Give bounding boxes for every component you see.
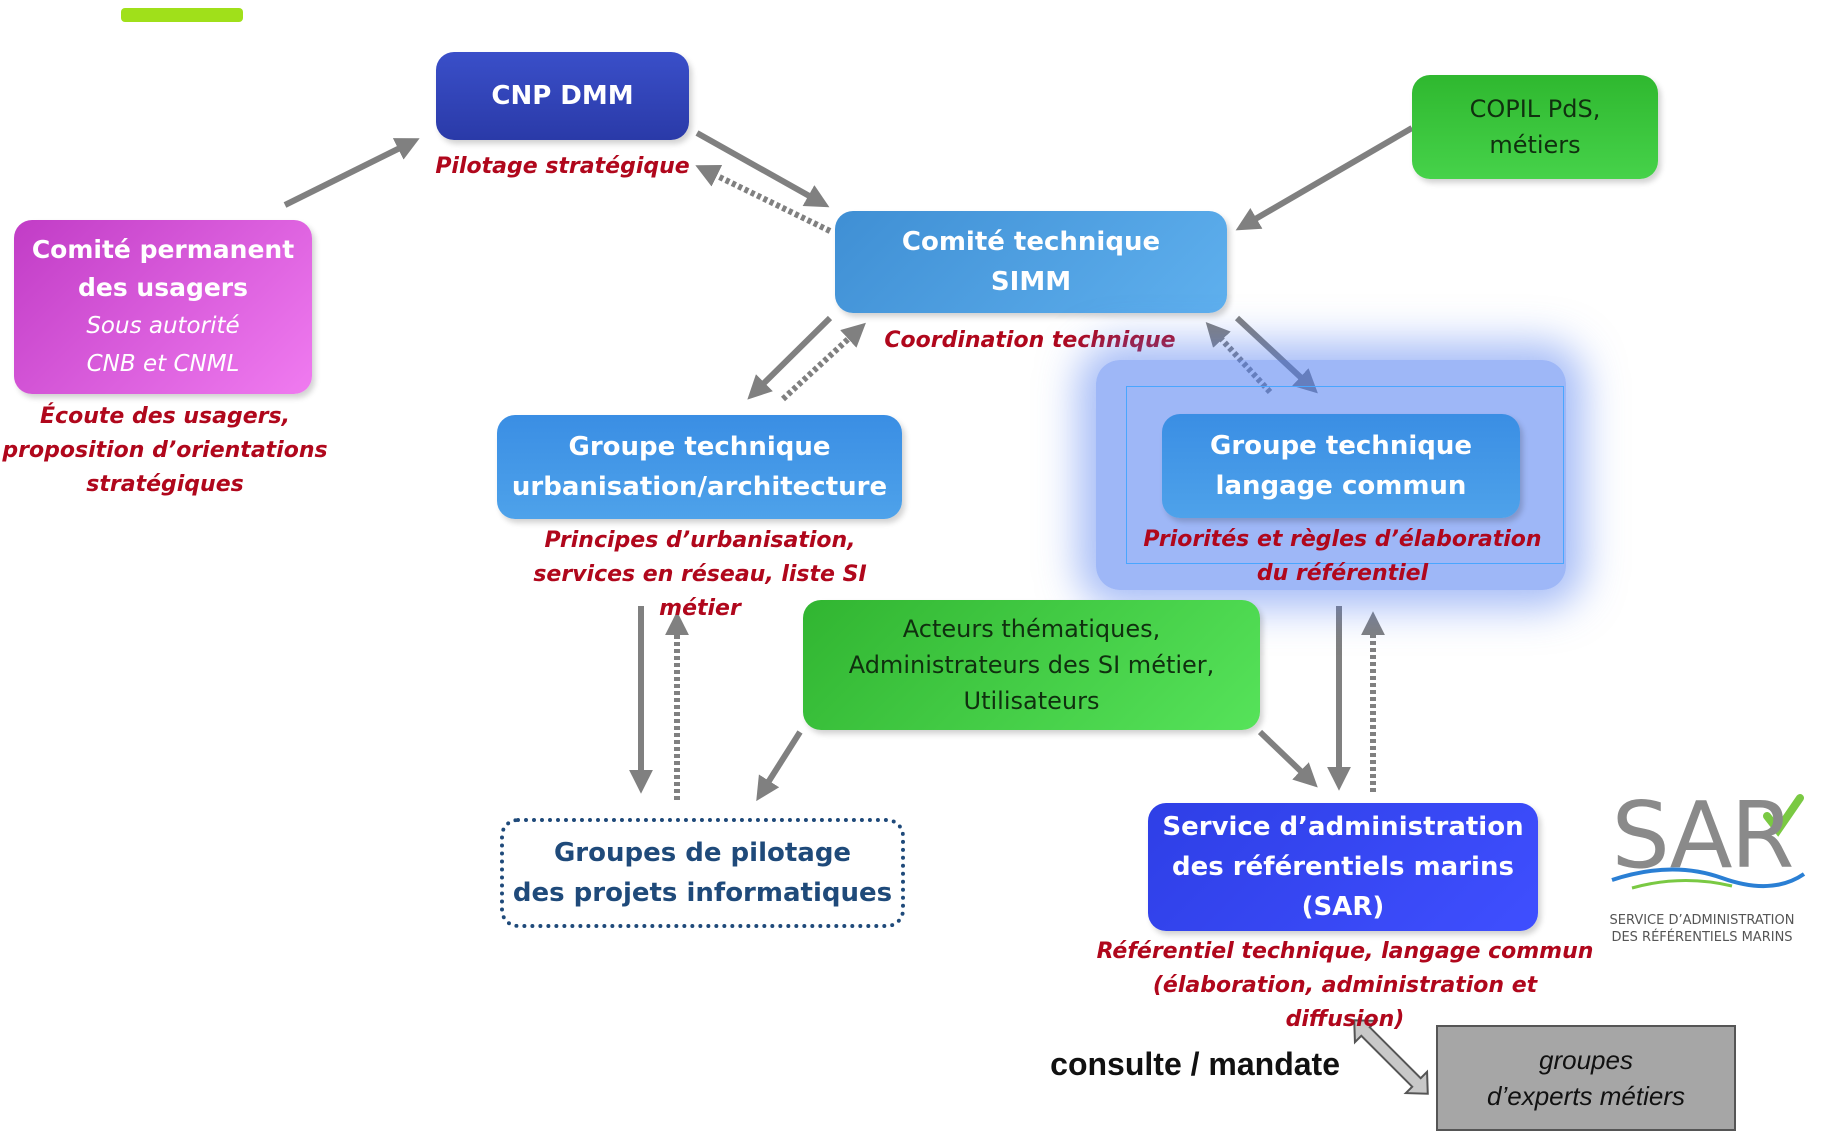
- sar-caption: Référentiel technique, langage commun (é…: [1096, 939, 1594, 1032]
- sar-line-3: (SAR): [1301, 892, 1385, 922]
- acteurs-line-3: Utilisateurs: [963, 687, 1100, 715]
- experts-line-2: d’experts métiers: [1487, 1081, 1685, 1111]
- groupes-pilotage-line-1: Groupes de pilotage: [553, 838, 852, 868]
- comite-permanent-sub-2: CNB et CNML: [86, 351, 240, 377]
- gt-langage-line-1: Groupe technique: [1210, 431, 1472, 461]
- copil-box: COPIL PdS, métiers: [1412, 75, 1658, 179]
- consulte-label: consulte / mandate: [1050, 1046, 1340, 1082]
- arrow-copil-to-ct: [1235, 125, 1414, 231]
- sar-logo-graphic: [1611, 794, 1806, 890]
- comite-technique-caption: Coordination technique: [884, 328, 1176, 353]
- arrow-ct-to-cnp-dotted: [695, 165, 832, 234]
- arrow-acteurs-to-sar: [1257, 729, 1318, 788]
- comite-technique-line-1: Comité technique: [901, 227, 1161, 257]
- copil-line-1: COPIL PdS,: [1469, 95, 1601, 123]
- experts-line-1: groupes: [1539, 1045, 1633, 1075]
- acteurs-line-2: Administrateurs des SI métier,: [848, 651, 1215, 679]
- arrow-ct-to-gtu: [747, 315, 833, 400]
- sar-logo: SAR SERVICE D’ADMINISTRATION DES RÉFÉREN…: [1592, 786, 1812, 950]
- arrow-gtu-to-ct-dotted: [780, 322, 866, 402]
- comite-permanent-caption: Écoute des usagers, proposition d’orient…: [2, 404, 328, 497]
- gt-langage-line-2: langage commun: [1215, 471, 1467, 501]
- sar-line-1: Service d’administration: [1162, 812, 1524, 842]
- gt-langage-caption: Priorités et règles d’élaboration du réf…: [1143, 527, 1542, 586]
- cnp-title: CNP DMM: [491, 81, 634, 111]
- gt-urbanisation-box: Groupe technique urbanisation/architectu…: [497, 415, 902, 519]
- gt-langage-frame: [1126, 386, 1564, 564]
- groupes-pilotage-line-2: des projets informatiques: [512, 878, 893, 908]
- comite-technique-box: Comité technique SIMM: [835, 211, 1227, 313]
- comite-permanent-title-1: Comité permanent: [31, 235, 295, 264]
- comite-permanent-title-2: des usagers: [77, 273, 249, 302]
- arrow-cnp-to-ct: [695, 130, 830, 208]
- cnp-dmm-box: CNP DMM: [436, 52, 689, 140]
- gt-urbanisation-caption: Principes d’urbanisation, services en ré…: [533, 528, 867, 621]
- groupes-pilotage-box: Groupes de pilotage des projets informat…: [500, 818, 905, 928]
- comite-permanent-sub-1: Sous autorité: [86, 313, 240, 339]
- gt-urbanisation-line-1: Groupe technique: [568, 432, 831, 462]
- comite-technique-line-2: SIMM: [990, 267, 1072, 297]
- gt-langage-box: Groupe technique langage commun: [1162, 414, 1520, 518]
- top-accent-bar: [121, 8, 243, 22]
- acteurs-line-1: Acteurs thématiques,: [902, 615, 1161, 643]
- arrow-acteurs-to-gp: [756, 730, 803, 802]
- sar-logo-text: SAR: [1611, 782, 1795, 889]
- consulte-double-arrow: [1353, 1019, 1429, 1095]
- sar-line-2: des référentiels marins: [1172, 852, 1514, 882]
- experts-box: groupes d’experts métiers: [1436, 1025, 1736, 1131]
- arrow-comite-to-cnp: [283, 138, 420, 208]
- cnp-caption: Pilotage stratégique: [435, 154, 690, 179]
- sar-box: Service d’administration des référentiel…: [1148, 803, 1538, 931]
- gt-urbanisation-line-2: urbanisation/architecture: [511, 472, 888, 502]
- sar-logo-sub: SERVICE D’ADMINISTRATION DES RÉFÉRENTIEL…: [1609, 913, 1795, 945]
- copil-line-2: métiers: [1489, 131, 1581, 159]
- comite-permanent-box: Comité permanent des usagers Sous autori…: [14, 220, 312, 394]
- acteurs-box: Acteurs thématiques, Administrateurs des…: [803, 600, 1260, 730]
